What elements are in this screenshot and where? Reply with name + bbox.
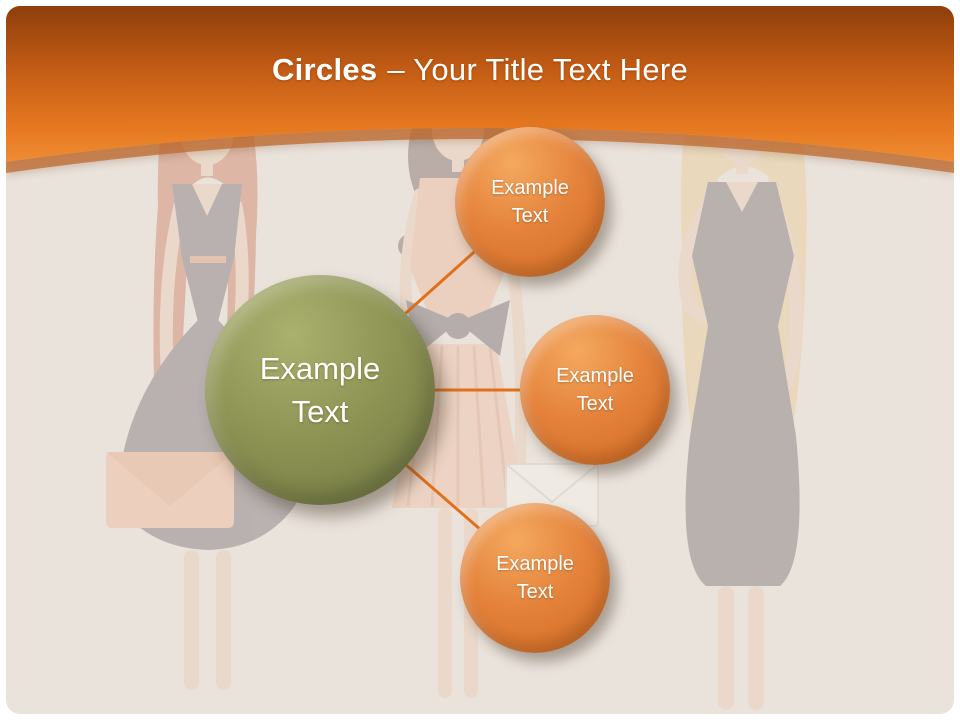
header-accent-stripe: [6, 128, 954, 173]
slide-title: Circles – Your Title Text Here: [6, 52, 954, 88]
header-curve-shape: [6, 6, 954, 162]
satellite-middle-label: Example Text: [556, 365, 634, 415]
header-band: [6, 6, 954, 173]
center-circle: Example Text: [205, 275, 435, 505]
title-bold: Circles: [271, 52, 378, 87]
center-circle-label: Example Text: [259, 350, 381, 429]
satellite-bottom-label: Example Text: [496, 553, 574, 603]
satellite-circle-middle: Example Text: [520, 315, 670, 465]
satellite-circle-top: Example Text: [455, 127, 605, 277]
satellite-circle-bottom: Example Text: [460, 503, 610, 653]
satellite-top-label: Example Text: [491, 177, 569, 227]
title-rest: – Your Title Text Here: [387, 52, 689, 87]
slide-canvas: Circles – Your Title Text Here Example Te…: [6, 6, 954, 714]
